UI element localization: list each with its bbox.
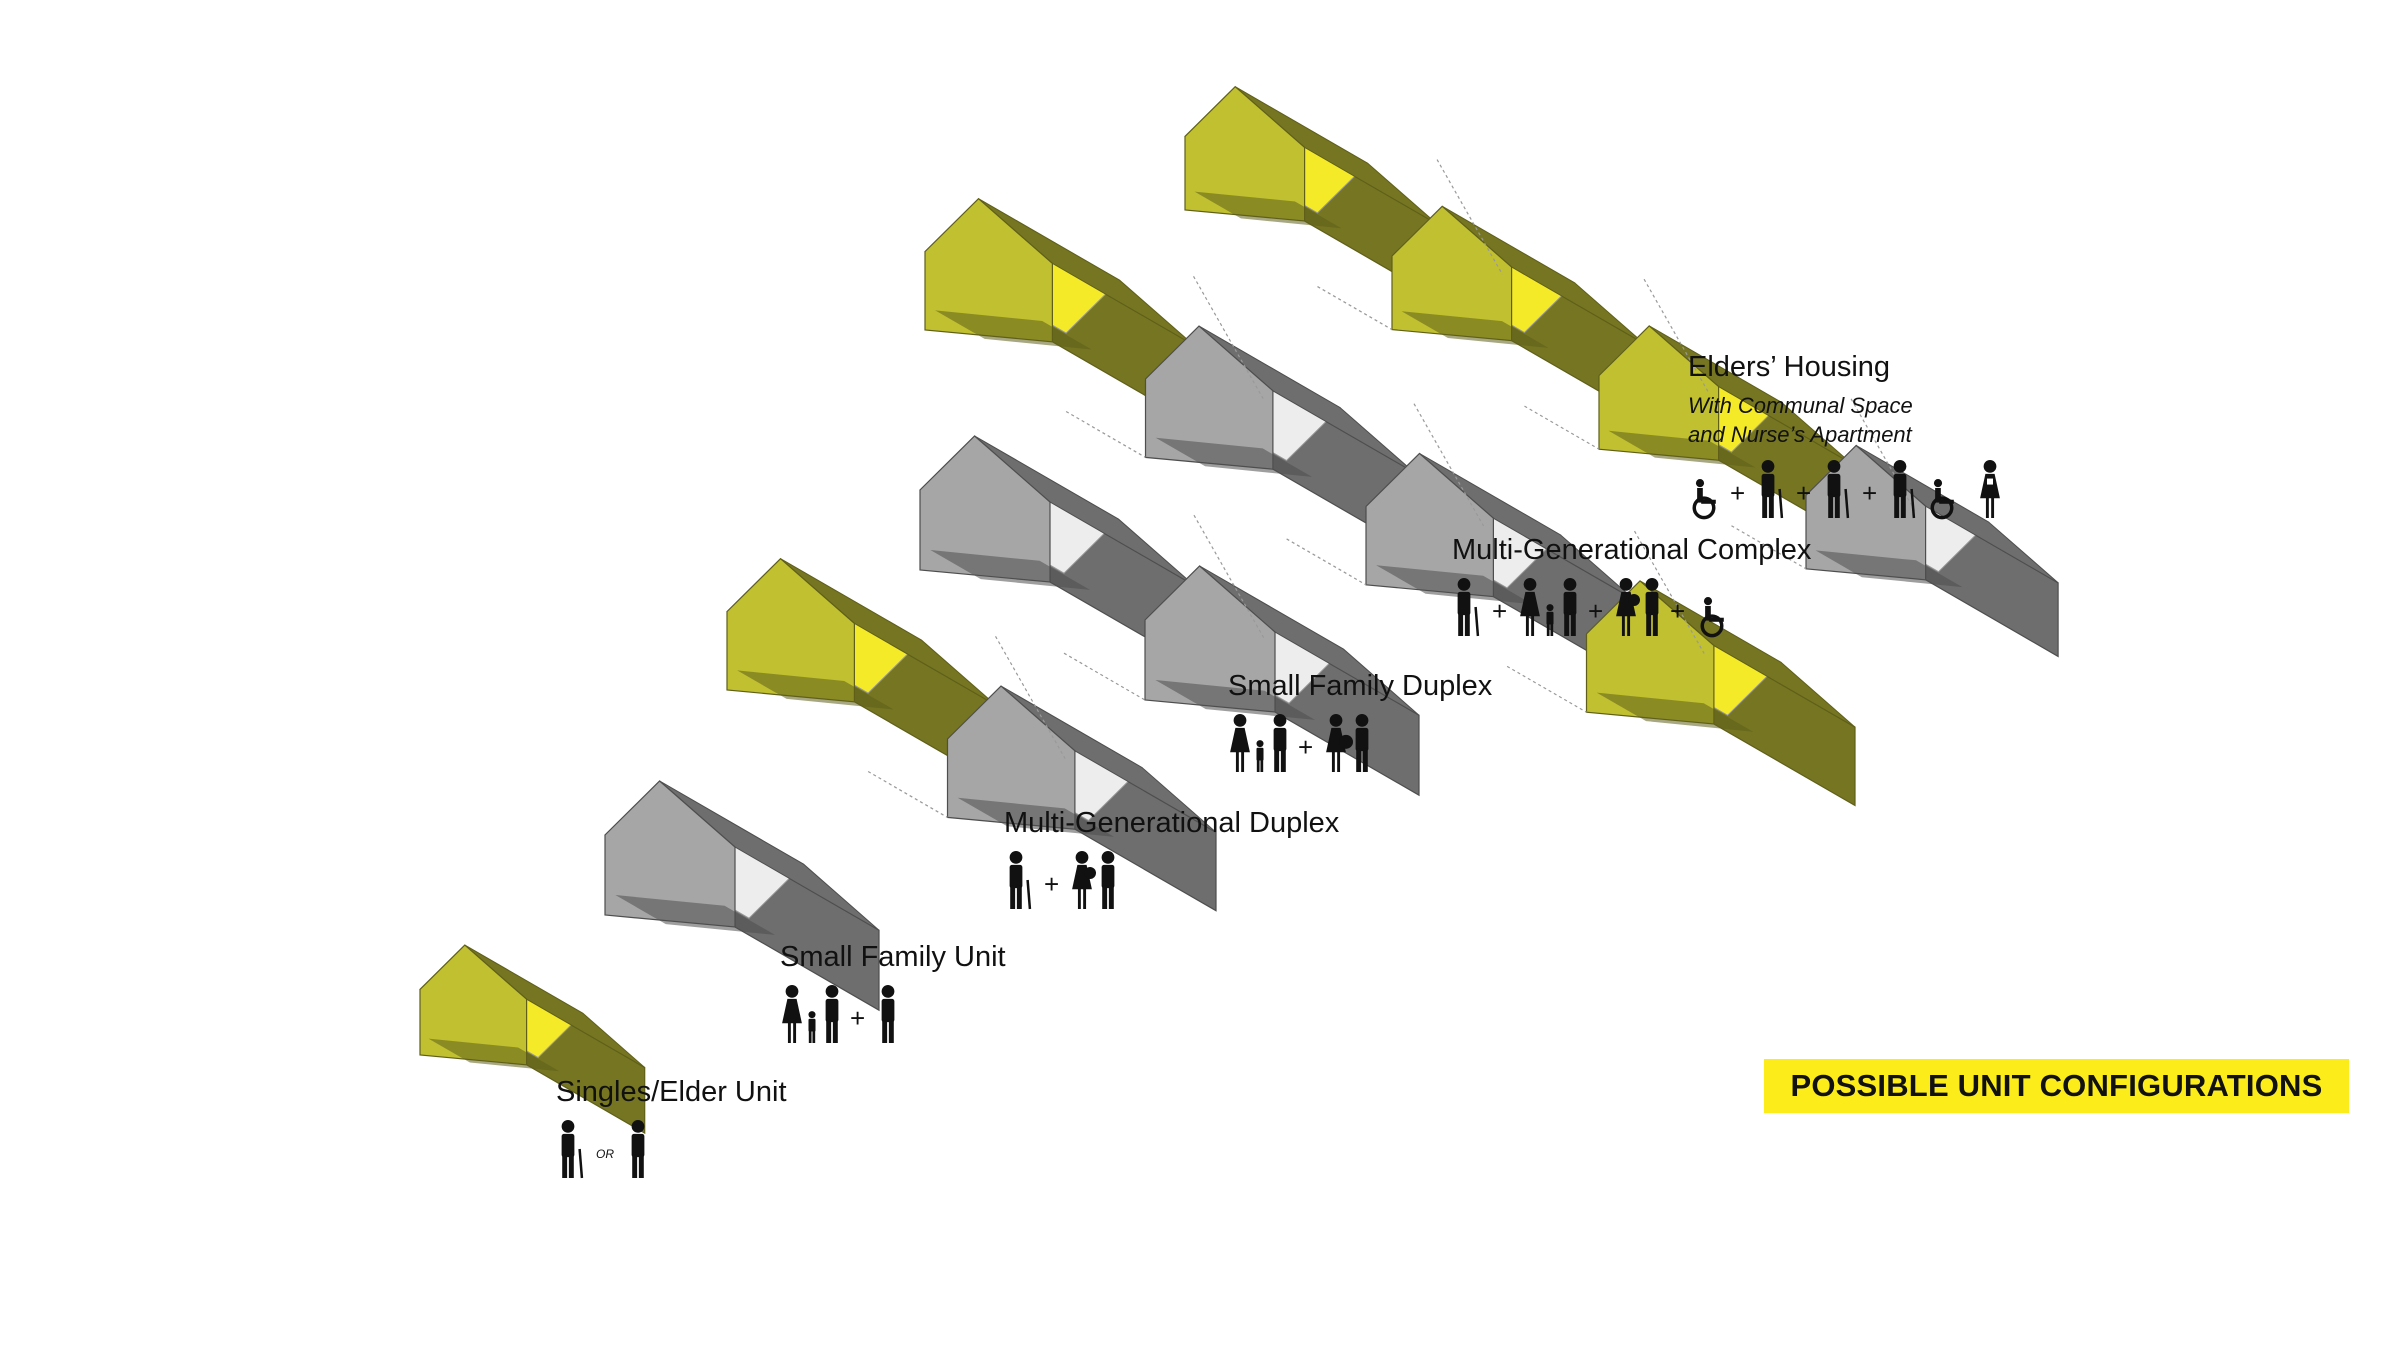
adult-icon bbox=[881, 985, 895, 1043]
elder-with-cane-icon bbox=[1009, 851, 1032, 910]
house-row2-unit1 bbox=[604, 780, 880, 1012]
plus-sign: + bbox=[1796, 478, 1811, 508]
connector-line bbox=[1063, 652, 1146, 701]
couple-with-baby-icon bbox=[1072, 851, 1115, 909]
diagram-title-badge: POSSIBLE UNIT CONFIGURATIONS bbox=[1764, 1059, 2349, 1113]
nurse-icon bbox=[1980, 460, 2000, 518]
family-with-child-icon bbox=[1520, 578, 1577, 636]
connector-line bbox=[1317, 286, 1393, 331]
plus-sign: + bbox=[1588, 596, 1603, 626]
house-row6-unit4 bbox=[1805, 444, 2059, 658]
connector-line bbox=[1065, 411, 1146, 458]
config-title: Small Family Duplex bbox=[1228, 670, 1493, 702]
elder-with-cane-icon bbox=[561, 1120, 584, 1179]
family-with-child-icon bbox=[1230, 714, 1287, 772]
connector-line bbox=[1731, 525, 1807, 570]
or-connector: OR bbox=[596, 1147, 614, 1161]
plus-sign: + bbox=[1862, 478, 1877, 508]
config-note-line2: and Nurse’s Apartment bbox=[1688, 422, 1912, 447]
wheelchair-user-icon bbox=[1700, 597, 1724, 638]
occupant-icons: + + + bbox=[1692, 460, 2000, 520]
connector-line bbox=[1506, 665, 1587, 713]
connector-line bbox=[1524, 405, 1600, 450]
plus-sign: + bbox=[850, 1003, 865, 1033]
occupant-icons: + bbox=[1009, 851, 1115, 910]
house-row5-unit3 bbox=[1365, 452, 1636, 680]
elder-with-cane-icon bbox=[1827, 460, 1850, 519]
elders-pair-icon bbox=[1893, 460, 1954, 520]
connector-line bbox=[867, 771, 948, 818]
config-title: Singles/Elder Unit bbox=[556, 1076, 787, 1108]
elder-with-cane-icon bbox=[1761, 460, 1784, 519]
plus-sign: + bbox=[1044, 869, 1059, 899]
config-title: Elders’ Housing bbox=[1688, 351, 1891, 383]
config-note: With Communal Space bbox=[1688, 393, 1913, 418]
adult-icon bbox=[631, 1120, 645, 1178]
plus-sign: + bbox=[1670, 596, 1685, 626]
occupant-icons: + bbox=[782, 985, 895, 1043]
house-row6-unit1 bbox=[1184, 85, 1438, 299]
wheelchair-user-icon bbox=[1692, 479, 1716, 520]
config-title: Multi-Generational Duplex bbox=[1004, 807, 1340, 839]
plus-sign: + bbox=[1298, 732, 1313, 762]
config-title: Multi-Generational Complex bbox=[1452, 534, 1812, 566]
occupant-icons: + bbox=[1230, 714, 1369, 772]
occupant-icons: OR bbox=[561, 1120, 645, 1179]
config-title: Small Family Unit bbox=[780, 941, 1006, 973]
connector-line bbox=[1643, 278, 1710, 395]
house-row3-unit2 bbox=[946, 685, 1217, 912]
occupant-icons: + + + bbox=[1457, 578, 1724, 638]
family-with-child-icon bbox=[782, 985, 839, 1043]
elder-with-cane-icon bbox=[1457, 578, 1480, 637]
house-row1-unit1 bbox=[419, 944, 646, 1135]
couple-expecting-icon bbox=[1326, 714, 1369, 772]
plus-sign: + bbox=[1492, 596, 1507, 626]
plus-sign: + bbox=[1730, 478, 1745, 508]
house-row4-unit2 bbox=[1144, 565, 1420, 797]
connector-line bbox=[1286, 538, 1367, 586]
connector-line bbox=[1436, 159, 1503, 275]
couple-with-baby-icon bbox=[1616, 578, 1659, 636]
